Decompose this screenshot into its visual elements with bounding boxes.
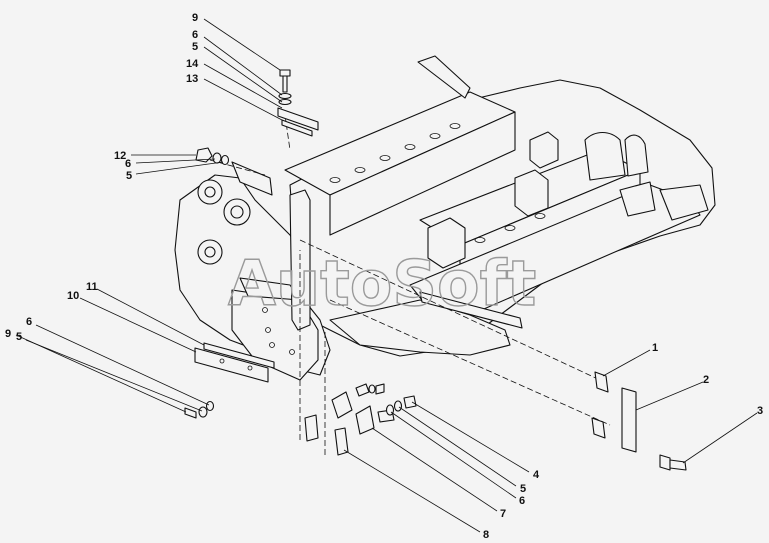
callout-2: 2 [703, 374, 709, 386]
callout-6-mid: 6 [125, 158, 131, 170]
watermark-logo: AutoSoft [228, 247, 536, 320]
callout-14: 14 [186, 58, 199, 70]
callout-1: 1 [652, 342, 658, 354]
callout-5-right: 5 [520, 483, 526, 495]
callout-11: 11 [86, 281, 98, 293]
callout-10: 10 [67, 290, 79, 302]
callout-12: 12 [114, 150, 126, 162]
callout-8: 8 [483, 529, 489, 541]
callout-9-left: 9 [5, 328, 11, 340]
callout-3: 3 [757, 405, 763, 417]
callout-6-top: 6 [192, 29, 198, 41]
callout-5-mid: 5 [126, 170, 132, 182]
front-frame-assembly [174, 55, 716, 381]
leader-lines [15, 18, 758, 533]
callouts: 9 6 5 14 13 12 6 5 11 10 6 9 5 1 2 3 4 5… [5, 12, 763, 541]
callout-5-top: 5 [192, 41, 198, 53]
callout-4: 4 [533, 469, 540, 481]
callout-9-top: 9 [192, 12, 198, 24]
callout-13: 13 [186, 73, 198, 85]
callout-7: 7 [500, 508, 506, 520]
parts-hardware [184, 69, 687, 471]
callout-6-right: 6 [519, 495, 525, 507]
callout-6-left: 6 [26, 316, 32, 328]
callout-5-left: 5 [16, 331, 22, 343]
